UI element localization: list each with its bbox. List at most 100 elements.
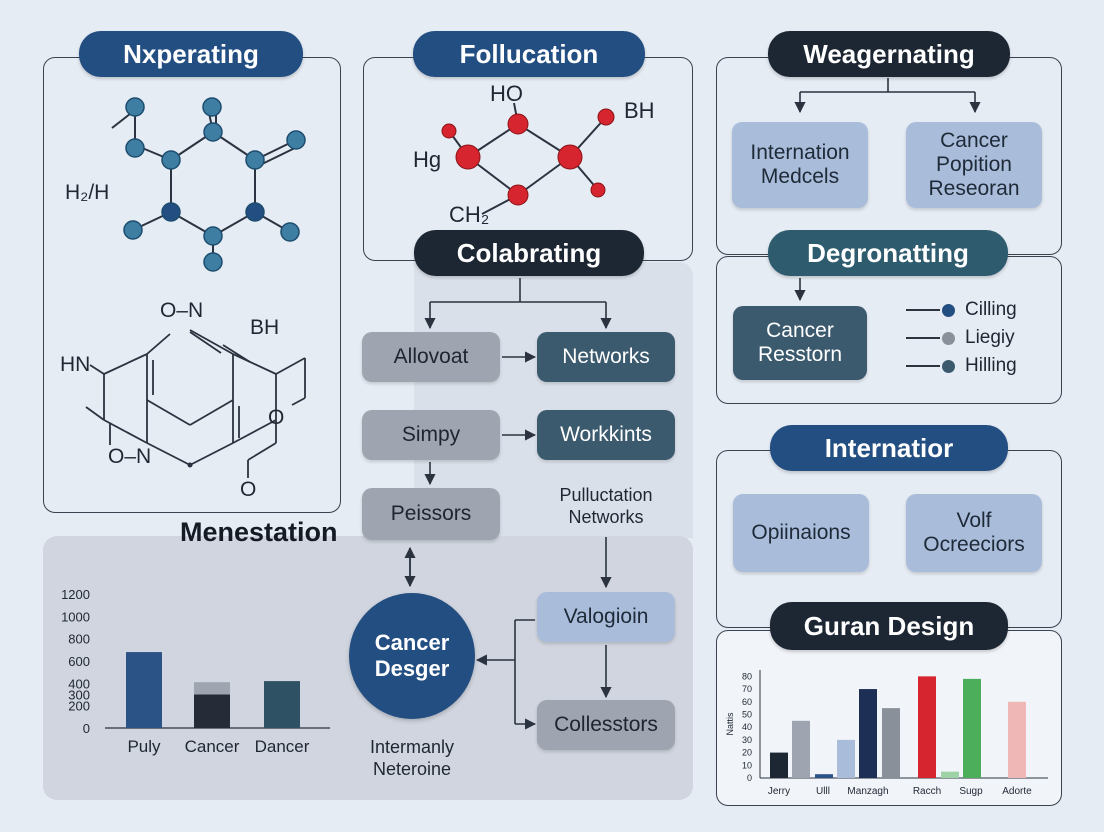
chart2-bar-2 <box>815 774 833 778</box>
label-bh-mid: BH <box>624 98 655 123</box>
title-weagernating: Weagernating <box>768 31 1010 77</box>
node-peissors[interactable]: Peissors <box>362 488 500 540</box>
box-cancer-line3: Reseoran <box>928 177 1020 201</box>
title-nxperating: Nxperating <box>79 31 303 77</box>
label-hn: HN <box>60 353 91 376</box>
box-internation-line1: Internation <box>750 140 850 164</box>
chart2-bar-4 <box>859 689 877 778</box>
chart2-xtick-3: Racch <box>913 786 941 797</box>
circle-text-1: Cancer <box>374 629 450 655</box>
chart2-bar-0 <box>770 752 788 778</box>
chart1-bar-1-1 <box>194 682 230 695</box>
chart2-ytick-6: 60 <box>742 697 752 707</box>
node-simpy[interactable]: Simpy <box>362 410 500 460</box>
chart1-ytick-7: 1200 <box>61 587 90 602</box>
label-h2h: H₂/H <box>65 181 110 204</box>
legend-liegiy-label: Liegiy <box>965 327 1015 348</box>
node-allovoat[interactable]: Allovoat <box>362 332 500 382</box>
chart1-bar-1-0 <box>194 694 230 728</box>
title-degronatting: Degronatting <box>768 230 1008 276</box>
chart1-xtick-1: Cancer <box>185 737 240 756</box>
chart2-bar-8 <box>963 678 981 778</box>
chart2-xtick-1: Ulll <box>816 786 830 797</box>
chart2-bar-3 <box>837 739 855 778</box>
chart1-ytick-6: 1000 <box>61 609 90 624</box>
title-follucation: Follucation <box>413 31 645 77</box>
node-workkints[interactable]: Workkints <box>537 410 675 460</box>
legend-liegiy: Liegiy <box>906 327 1015 349</box>
chart2-ylabel: Nattis <box>725 712 735 736</box>
node-networks[interactable]: Networks <box>537 332 675 382</box>
chart1-xtick-0: Puly <box>127 737 161 756</box>
box-resstorn-line2: Resstorn <box>757 343 843 366</box>
box-resstorn-line1: Cancer <box>766 318 834 342</box>
intermanly-text-2: Neteroine <box>372 758 452 779</box>
legend-cilling: Cilling <box>906 299 1017 321</box>
label-ho: HO <box>490 81 523 106</box>
chart2-bar-1 <box>792 720 810 778</box>
node-collesstors[interactable]: Collesstors <box>537 700 675 750</box>
box-volf-line2: Ocreeciors <box>923 533 1025 556</box>
label-on-1: O–N <box>160 299 204 322</box>
cancer-desger-circle[interactable]: Cancer Desger <box>349 593 475 719</box>
label-hg: Hg <box>413 147 442 172</box>
chart2-ytick-8: 80 <box>742 671 752 681</box>
chart2-ytick-3: 30 <box>742 735 752 745</box>
legend-liegiy-line <box>906 337 940 339</box>
label-on-2: O–N <box>108 445 152 468</box>
chart1-bar-0-0 <box>126 652 162 728</box>
chart2-ytick-1: 10 <box>742 760 752 770</box>
chart1-ytick-2: 300 <box>68 688 90 703</box>
legend-hilling-line <box>906 365 940 367</box>
chart2-xtick-4: Sugp <box>959 786 983 797</box>
legend-cilling-dot <box>942 303 955 317</box>
chart1-ytick-0: 0 <box>83 721 90 736</box>
label-o-2: O <box>240 478 257 501</box>
circle-text-2: Desger <box>374 656 450 681</box>
box-volf-line1: Volf <box>956 508 992 532</box>
chart2-ytick-7: 70 <box>742 684 752 694</box>
chart2-bar-7 <box>941 771 959 778</box>
legend-hilling-label: Hilling <box>965 355 1017 376</box>
box-cancer-line1: Cancer <box>940 128 1008 152</box>
pull-text: Pulluctation Networks <box>543 485 669 528</box>
chart2-bar-5 <box>882 708 900 778</box>
chart1-ytick-4: 600 <box>68 654 90 669</box>
title-menestation: Menestation <box>180 517 338 547</box>
box-opiinaions[interactable]: Opiinaions <box>733 494 869 572</box>
box-cancer-line2: Popition <box>936 152 1012 176</box>
chart2-bar-11 <box>1008 701 1026 778</box>
title-guran: Guran Design <box>770 602 1008 650</box>
chart1-ytick-3: 400 <box>68 676 90 691</box>
node-valogioin[interactable]: Valogioin <box>537 592 675 642</box>
label-ch: CH₂ <box>449 202 490 227</box>
chart1-bar-2-0 <box>264 681 300 728</box>
label-bh-left: BH <box>250 316 280 339</box>
chart2-ytick-5: 50 <box>742 709 752 719</box>
chart1-ytick-1: 200 <box>68 699 90 714</box>
chart2-xtick-2: Manzagh <box>847 786 888 797</box>
chart2-bar-6 <box>918 676 936 778</box>
label-o-1: O <box>268 406 285 429</box>
pull-text-2: Networks <box>568 506 644 527</box>
pull-text-1: Pulluctation <box>559 485 653 505</box>
title-internatior: Internatior <box>770 425 1008 471</box>
chart2-ytick-4: 40 <box>742 722 752 732</box>
legend-cilling-line <box>906 309 940 311</box>
intermanly-text: Intermanly Neteroine <box>350 737 474 780</box>
box-internation-line2: Medcels <box>760 165 840 188</box>
intermanly-text-1: Intermanly <box>369 737 455 757</box>
chart1-ytick-5: 800 <box>68 632 90 647</box>
chart2-ytick-2: 20 <box>742 748 752 758</box>
